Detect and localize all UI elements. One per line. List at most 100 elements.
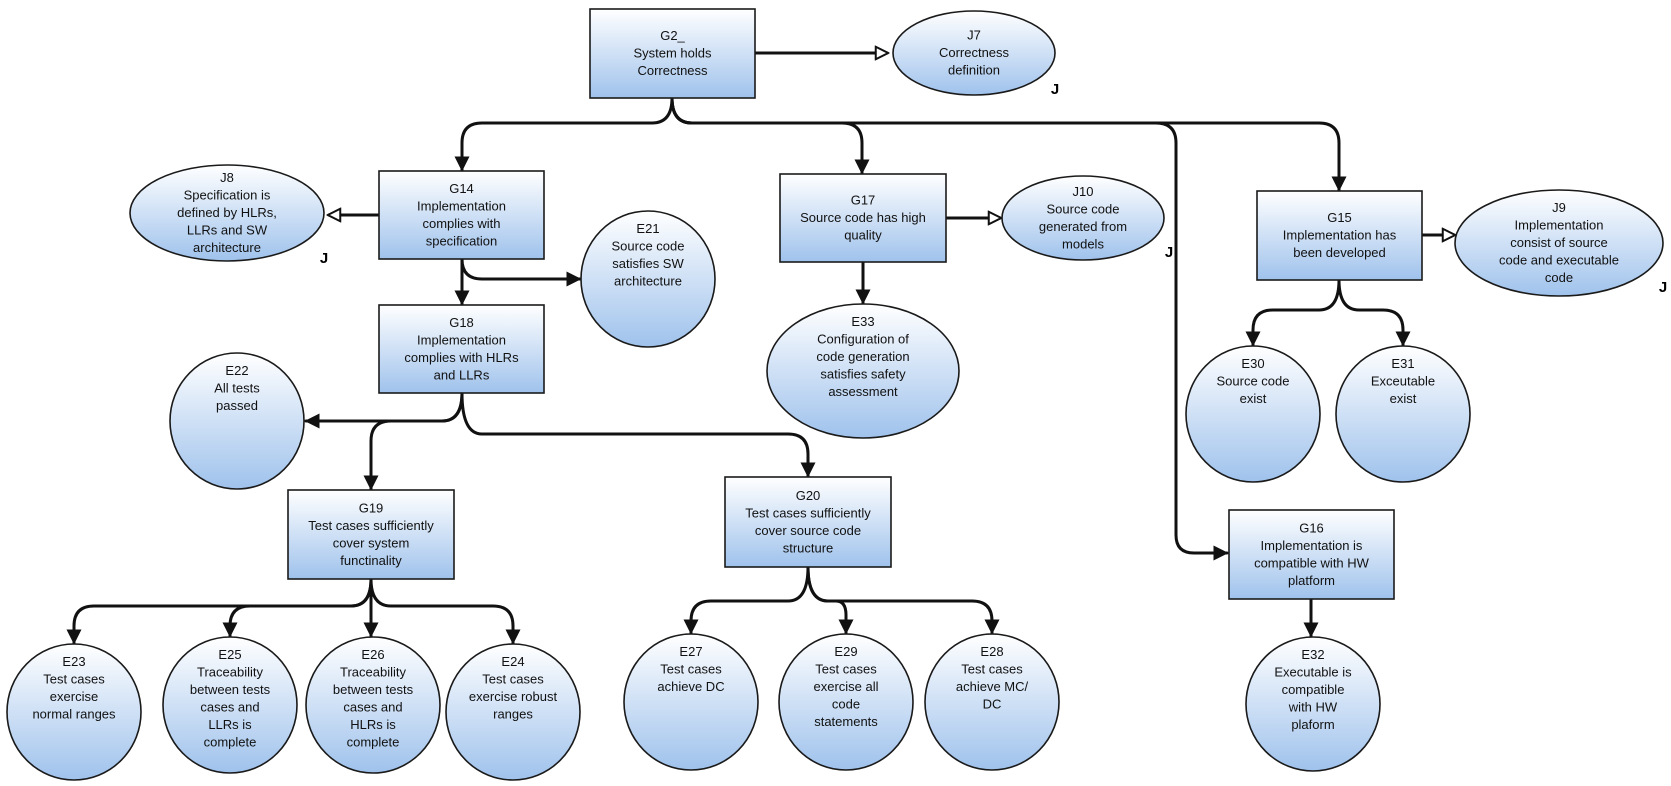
node-text-line: All tests <box>214 381 260 396</box>
node-text-line: code <box>1545 270 1573 285</box>
node-id-label: E22 <box>225 363 248 378</box>
node-text-line: Source code has high <box>800 210 926 225</box>
node-text-line: LLRs is <box>208 717 252 732</box>
node-text-line: Test cases sufficiently <box>308 518 434 533</box>
node-text-line: achieve MC/ <box>956 679 1029 694</box>
node-text-line: generated from <box>1039 219 1127 234</box>
node-id-label: E26 <box>361 647 384 662</box>
node-text-line: compatible with HW <box>1254 555 1370 570</box>
node-text-line: Traceability <box>340 665 406 680</box>
evidence-circle <box>169 352 305 490</box>
justification-marker: J <box>1051 81 1059 98</box>
node-text-line: HLRs is <box>350 717 396 732</box>
node-text-line: Test cases <box>815 662 877 677</box>
edge-g15-to-e30 <box>1245 278 1341 347</box>
goal-box <box>378 304 545 394</box>
edge-g2-to-g17 <box>670 96 870 175</box>
evidence-circle <box>580 210 716 348</box>
node-text-line: Implementation <box>1515 218 1604 233</box>
node-text-line: complete <box>347 735 400 750</box>
edge-g14-to-e21 <box>460 257 582 287</box>
node-text-line: code and executable <box>1499 253 1619 268</box>
node-id-label: G16 <box>1299 520 1324 535</box>
node-id-label: J9 <box>1552 200 1566 215</box>
node-id-label: J10 <box>1073 184 1094 199</box>
node-text-line: code generation <box>816 349 909 364</box>
node-text-line: Test cases <box>43 672 105 687</box>
evidence-circle <box>924 633 1060 771</box>
node-id-label: E21 <box>636 221 659 236</box>
node-id-label: G20 <box>796 488 821 503</box>
node-text-line: been developed <box>1293 245 1386 260</box>
edge-g19-to-e24 <box>369 577 521 645</box>
node-text-line: exercise robust <box>469 689 558 704</box>
evidence-circle <box>1335 345 1471 483</box>
goal-box <box>724 476 892 568</box>
node-id-label: J7 <box>967 28 981 43</box>
node-text-line: Correctness <box>939 45 1010 60</box>
justification-ellipse <box>892 10 1056 96</box>
node-text-line: LLRs and SW <box>187 223 268 238</box>
node-id-label: E32 <box>1301 647 1324 662</box>
node-text-line: achieve DC <box>657 679 724 694</box>
evidence-circle <box>305 636 441 774</box>
node-id-label: J8 <box>220 170 234 185</box>
node-id-label: E31 <box>1391 356 1414 371</box>
node-text-line: Test cases <box>961 662 1023 677</box>
node-text-line: cases and <box>343 700 402 715</box>
edge-g20-to-e28 <box>806 565 1000 635</box>
node-text-line: Test cases <box>660 662 722 677</box>
goal-box <box>1228 509 1395 600</box>
evidence-circle <box>1245 636 1381 772</box>
node-text-line: cases and <box>200 700 259 715</box>
node-text-line: statements <box>814 714 878 729</box>
node-text-line: with HW <box>1288 700 1338 715</box>
node-text-line: Implementation has <box>1283 228 1397 243</box>
goal-box <box>779 173 947 263</box>
node-text-line: architecture <box>193 240 261 255</box>
evidence-circle <box>6 643 142 781</box>
justification-marker: J <box>320 250 328 267</box>
justification-ellipse <box>129 164 325 262</box>
node-text-line: satisfies SW <box>612 256 684 271</box>
node-text-line: Implementation <box>417 332 506 347</box>
edge-g2-to-g16 <box>670 96 1229 561</box>
edge-g18-to-g20 <box>460 391 816 478</box>
node-text-line: Correctness <box>637 63 708 78</box>
node-text-line: cover source code <box>755 523 861 538</box>
node-text-line: exercise all <box>813 679 878 694</box>
node-text-line: complies with <box>422 216 500 231</box>
node-text-line: defined by HLRs, <box>177 205 277 220</box>
node-text-line: passed <box>216 398 258 413</box>
node-id-label: G17 <box>851 193 876 208</box>
node-text-line: platform <box>1288 573 1335 588</box>
node-text-line: Source code <box>1047 201 1120 216</box>
node-text-line: quality <box>844 228 882 243</box>
edge-g2-to-g15 <box>670 96 1347 192</box>
edge-g18-to-g19 <box>363 391 464 491</box>
node-text-line: assessment <box>828 384 898 399</box>
node-text-line: Test cases sufficiently <box>745 505 871 520</box>
node-text-line: compatible <box>1282 682 1345 697</box>
nodes-layer: G2_System holdsCorrectnessJ7Correctnessd… <box>6 8 1664 781</box>
node-text-line: definition <box>948 63 1000 78</box>
node-id-label: E27 <box>679 644 702 659</box>
node-text-line: Source code <box>612 239 685 254</box>
